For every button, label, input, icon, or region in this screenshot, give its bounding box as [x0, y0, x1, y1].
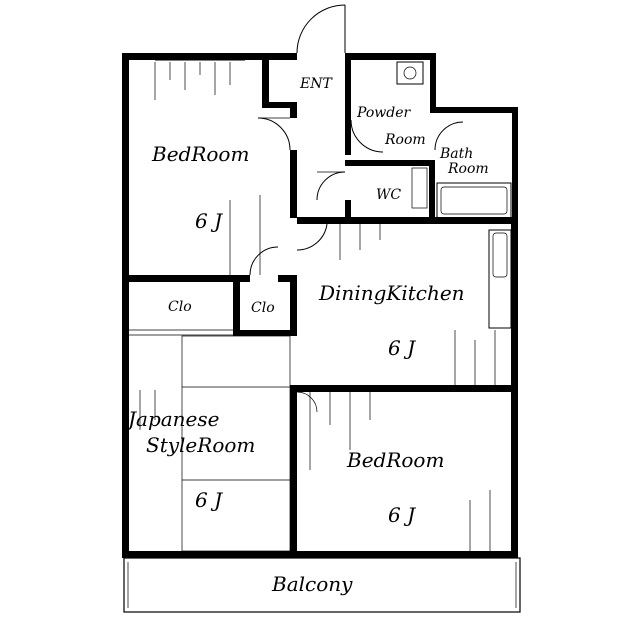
- bedroom-se-label: BedRoom: [346, 448, 444, 472]
- japanese-room-size: 6 J: [195, 488, 223, 512]
- closet-left-label: Clo: [168, 299, 192, 315]
- dining-kitchen-label: DiningKitchen: [318, 281, 465, 305]
- balcony-label: Balcony: [271, 572, 353, 596]
- wc-label: WC: [376, 187, 401, 203]
- interior-walls: [122, 53, 518, 557]
- bedroom-nw-size: 6 J: [195, 209, 223, 233]
- bath-room-label-1: Bath: [439, 146, 473, 162]
- japanese-room-label-1: Japanese: [124, 407, 219, 431]
- bedroom-se-size: 6 J: [388, 503, 416, 527]
- closet-right-label: Clo: [251, 300, 275, 316]
- bedroom-nw-label: BedRoom: [151, 142, 249, 166]
- bath-room-label-2: Room: [447, 161, 489, 177]
- powder-room-label-2: Room: [384, 132, 426, 148]
- ent-label: ENT: [299, 76, 333, 92]
- japanese-room-label-2: StyleRoom: [146, 433, 255, 457]
- details: [129, 4, 512, 555]
- powder-room-label-1: Powder: [356, 105, 412, 121]
- dining-kitchen-size: 6 J: [388, 336, 416, 360]
